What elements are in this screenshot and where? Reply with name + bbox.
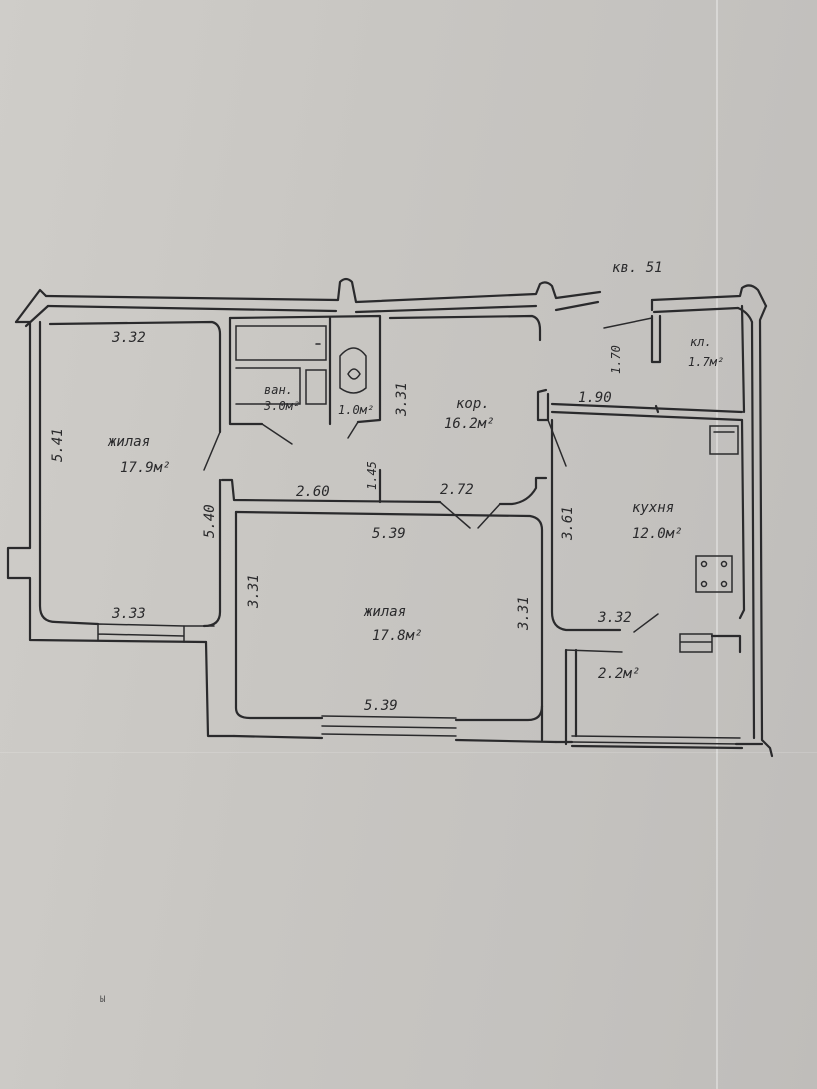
balcony-area: 2.2м² xyxy=(598,666,640,682)
sanitary-block xyxy=(228,314,382,445)
living-room-2-walls xyxy=(234,510,544,742)
dim-living2-top: 5.39 xyxy=(372,526,406,542)
dim-kitchen-height: 3.61 xyxy=(560,506,576,541)
dim-corridor-right: 2.72 xyxy=(440,482,474,498)
dimension-labels: 3.32 5.41 5.40 3.33 3.31 1.45 2.60 2.72 … xyxy=(50,330,632,714)
dim-living2-bottom: 5.39 xyxy=(364,698,398,714)
kitchen-walls xyxy=(550,298,746,654)
corridor-name: кор. xyxy=(456,396,490,412)
dim-corridor-left: 2.60 xyxy=(296,484,330,500)
pantry-name: кл. xyxy=(690,335,712,349)
room-labels: кв. 51 жилая 17.9м² ван. 3.0м² 1.0м² кор… xyxy=(107,260,724,682)
dim-living1-bottom: 3.33 xyxy=(111,606,146,622)
outer-walls xyxy=(6,277,774,758)
paper-fold-horizontal xyxy=(0,752,817,753)
dim-pantry-width: 1.90 xyxy=(578,390,612,406)
kitchen-area: 12.0м² xyxy=(632,526,683,542)
balcony-walls xyxy=(564,648,623,746)
dim-living2-left: 3.31 xyxy=(246,574,262,609)
bath-area: 3.0м² xyxy=(263,399,300,413)
windows xyxy=(97,623,741,745)
paper-fold xyxy=(716,0,718,1089)
dim-living2-right: 3.31 xyxy=(516,596,532,631)
wc-area: 1.0м² xyxy=(338,403,374,417)
living2-name: жилая xyxy=(363,604,406,620)
footer-mark: Ы xyxy=(100,995,106,1005)
dim-living1-left: 5.41 xyxy=(50,428,66,462)
pantry-area: 1.7м² xyxy=(688,355,724,369)
kitchen-name: кухня xyxy=(632,500,674,516)
living1-area: 17.9м² xyxy=(120,460,171,476)
bath-name: ван. xyxy=(264,383,293,397)
dim-bath-height: 3.31 xyxy=(394,382,410,417)
living1-name: жилая xyxy=(107,434,150,450)
apartment-label: кв. 51 xyxy=(612,260,663,276)
corridor-walls xyxy=(220,314,567,529)
dim-living1-top: 3.32 xyxy=(111,330,146,346)
corridor-area: 16.2м² xyxy=(444,416,495,432)
living2-area: 17.8м² xyxy=(372,628,423,644)
dim-living1-right: 5.40 xyxy=(202,504,218,538)
living-room-1-walls xyxy=(48,320,222,628)
dim-corridor-passage: 1.45 xyxy=(365,461,379,490)
dim-pantry-height: 1.70 xyxy=(609,345,623,374)
dim-kitchen-bottom: 3.32 xyxy=(597,610,632,626)
